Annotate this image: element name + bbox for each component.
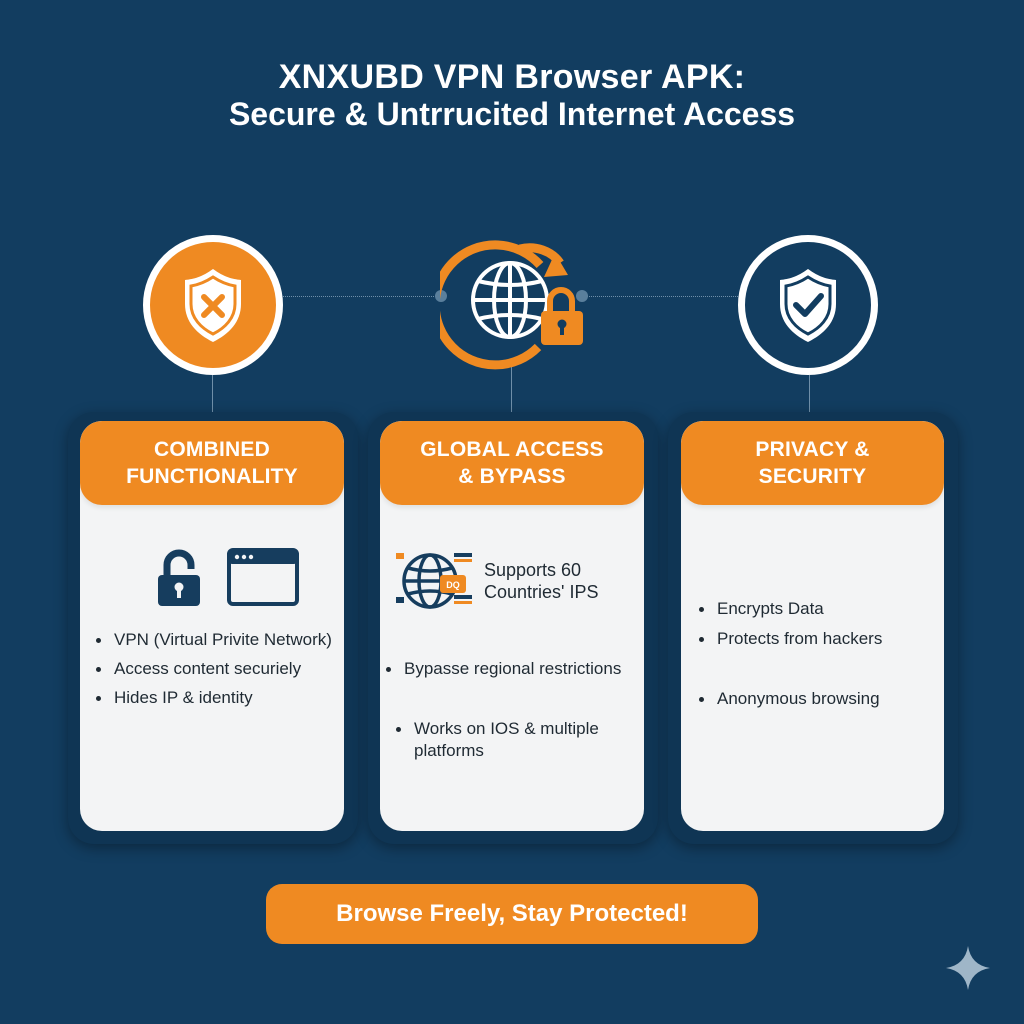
- list-item: Hides IP & identity: [96, 687, 332, 709]
- connector-vertical-2: [511, 360, 512, 423]
- feature-text-line2: Countries' IPS: [484, 582, 599, 602]
- shield-check-circle: [738, 235, 878, 375]
- svg-text:DQ: DQ: [446, 580, 460, 590]
- bullet-list: VPN (Virtual Privite Network) Access con…: [96, 629, 332, 709]
- card-combined-functionality: COMBINED FUNCTIONALITY VPN (Virtual Priv…: [80, 421, 344, 831]
- connector-line-right: [585, 296, 740, 297]
- card-privacy-security: PRIVACY & SECURITY Encrypts Data Protect…: [681, 421, 944, 831]
- list-item: Works on IOS & multiple platforms: [396, 718, 636, 762]
- list-item: Encrypts Data: [699, 598, 882, 620]
- card-header: GLOBAL ACCESS & BYPASS: [380, 421, 644, 505]
- page-title-line2: Secure & Untrrucited Internet Access: [228, 96, 796, 132]
- shield-x-icon: [185, 269, 241, 342]
- list-item: Anonymous browsing: [699, 688, 882, 710]
- card-title-line2: FUNCTIONALITY: [126, 465, 298, 488]
- browse-freely-button[interactable]: Browse Freely, Stay Protected!: [266, 884, 758, 944]
- shield-x-circle: [143, 235, 283, 375]
- connector-vertical-3: [809, 375, 810, 423]
- padlock-icon: [158, 549, 200, 606]
- list-item: Bypasse regional restrictions: [386, 658, 636, 680]
- feature-text-line1: Supports 60: [484, 560, 582, 580]
- card-title-line2: SECURITY: [758, 465, 867, 488]
- card-title-line1: COMBINED: [154, 438, 270, 461]
- globe-servers-icon: DQ: [396, 553, 472, 609]
- sparkle-icon: [946, 946, 990, 990]
- card-title-line1: GLOBAL ACCESS: [420, 438, 604, 461]
- card-header: PRIVACY & SECURITY: [681, 421, 944, 505]
- feature-text: Supports 60 Countries' IPS: [484, 559, 599, 603]
- connector-vertical-1: [212, 375, 213, 423]
- card-header: COMBINED FUNCTIONALITY: [80, 421, 344, 505]
- connector-dot-right: [576, 290, 588, 302]
- list-item: Protects from hackers: [699, 628, 882, 650]
- shield-check-icon: [780, 269, 836, 342]
- card-title-line2: & BYPASS: [458, 465, 566, 488]
- list-item: VPN (Virtual Privite Network): [96, 629, 332, 651]
- card-global-access: GLOBAL ACCESS & BYPASS DQ Supports 60 Co…: [380, 421, 644, 831]
- page-title-line1: XNXUBD VPN Browser APK:: [278, 58, 746, 96]
- connector-dot-left: [435, 290, 447, 302]
- list-item: Access content securiely: [96, 658, 332, 680]
- bullet-list: Encrypts Data Protects from hackers Anon…: [699, 598, 882, 710]
- globe-lock-refresh-icon: [430, 235, 590, 375]
- bullet-list: Bypasse regional restrictions Works on I…: [386, 658, 636, 762]
- connector-line-left: [283, 296, 438, 297]
- browser-window-icon: [227, 548, 299, 606]
- card-title-line1: PRIVACY &: [755, 438, 870, 461]
